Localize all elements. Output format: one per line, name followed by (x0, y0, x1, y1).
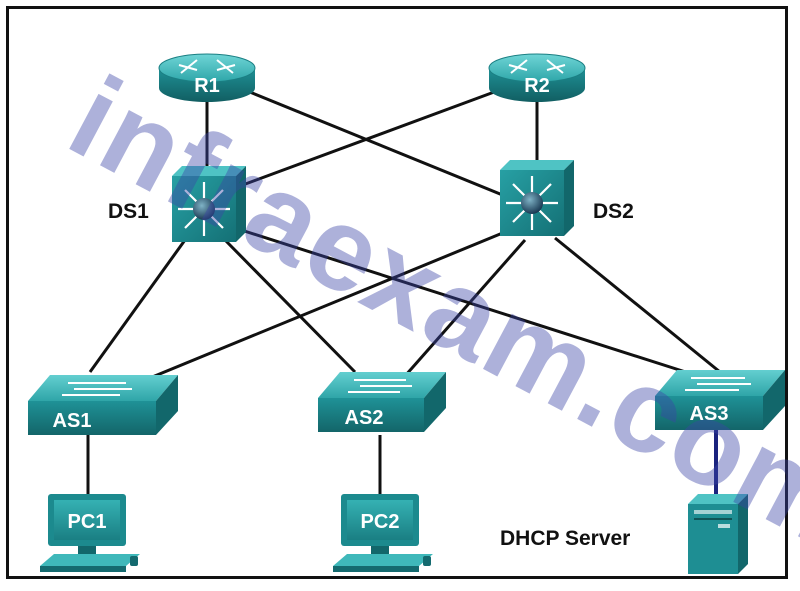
dhcp-server-label: DHCP Server (500, 527, 630, 550)
router-r1-label: R1 (194, 75, 220, 97)
diagram-frame (6, 6, 788, 579)
link-ds1-as1 (88, 239, 187, 373)
as1-label: AS1 (53, 410, 92, 432)
switch-arrows-icon (685, 377, 751, 391)
link-ds1-as2 (223, 238, 357, 374)
switch-arrows-icon (348, 379, 412, 393)
multilayer-switch-ds1[interactable] (172, 166, 246, 242)
pc-pc2[interactable]: PC2 (333, 494, 433, 572)
router-arrows-icon (508, 59, 566, 74)
links-layer (86, 86, 721, 495)
as3-label: AS3 (690, 403, 729, 425)
router-arrows-icon (178, 59, 236, 74)
access-switch-as2[interactable]: AS2 (318, 372, 446, 432)
pc-pc1[interactable]: PC1 (40, 494, 140, 572)
access-switch-as3[interactable]: AS3 (655, 370, 785, 430)
link-ds2-as3 (554, 236, 721, 374)
link-ds1-as3 (234, 226, 696, 377)
pc1-label: PC1 (68, 511, 107, 533)
watermark-text: infraexam.com (50, 51, 800, 571)
router-r2[interactable]: R2 (488, 53, 586, 102)
pc2-label: PC2 (361, 511, 400, 533)
link-ds2-as1 (144, 230, 506, 382)
router-r2-label: R2 (524, 75, 550, 97)
multilayer-switch-ds2[interactable] (500, 160, 574, 236)
access-switch-as1[interactable]: AS1 (28, 375, 178, 435)
ds2-label: DS2 (593, 200, 634, 223)
switch-arrows-icon (62, 382, 132, 396)
dhcp-server[interactable] (688, 494, 748, 574)
link-ds2-as2 (403, 239, 527, 377)
router-r1[interactable]: R1 (158, 53, 256, 102)
link-r1-ds2 (239, 86, 511, 200)
link-r2-ds1 (239, 86, 506, 188)
as2-label: AS2 (345, 407, 384, 429)
ds1-label: DS1 (108, 200, 149, 223)
